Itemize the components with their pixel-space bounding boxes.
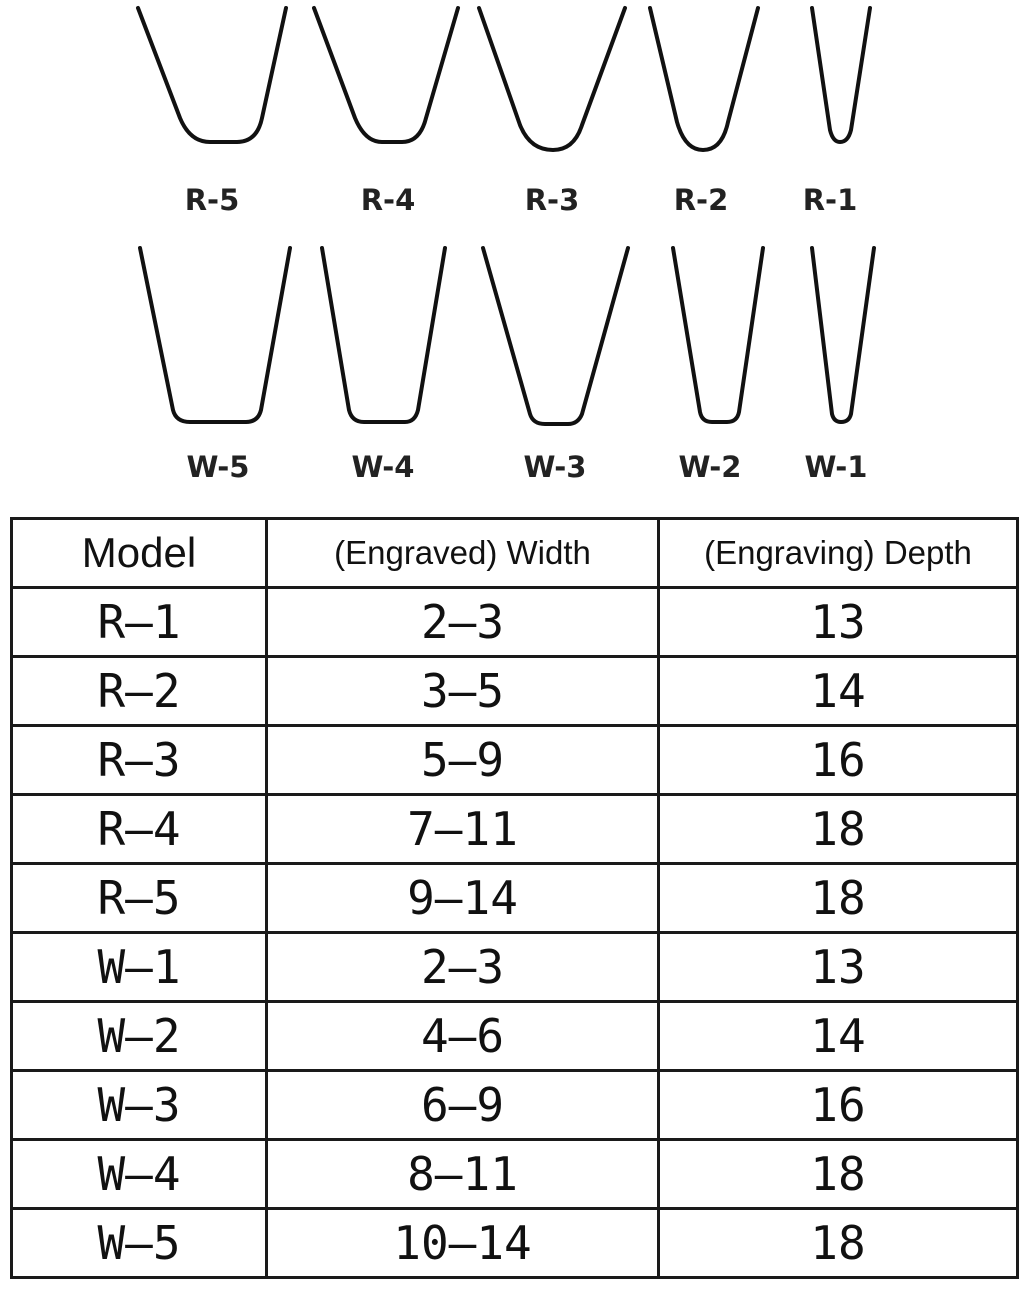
cell-width: 4–6 [265, 1000, 660, 1072]
cell-depth: 13 [657, 586, 1019, 658]
cell-depth: 16 [657, 724, 1019, 796]
profile-w1-shape [810, 246, 876, 424]
cell-width: 2–3 [265, 586, 660, 658]
profile-label-r4: R-4 [360, 183, 416, 217]
cell-model: R–4 [10, 793, 268, 865]
profile-r3-shape [477, 6, 627, 152]
cell-width: 10–14 [265, 1207, 660, 1279]
profile-r2-shape [648, 6, 760, 152]
cell-depth: 18 [657, 1138, 1019, 1210]
cell-model: W–1 [10, 931, 268, 1003]
cell-model: W–2 [10, 1000, 268, 1072]
profile-label-w1: W-1 [804, 450, 868, 484]
profile-label-r1: R-1 [802, 183, 858, 217]
cell-depth: 14 [657, 1000, 1019, 1072]
header-model: Model [10, 517, 268, 589]
cell-width: 8–11 [265, 1138, 660, 1210]
cell-depth: 14 [657, 655, 1019, 727]
table-row: W–2 4–6 14 [10, 1000, 1019, 1072]
cell-model: W–3 [10, 1069, 268, 1141]
table-row: W–5 10–14 18 [10, 1207, 1019, 1279]
profile-label-w4: W-4 [351, 450, 415, 484]
table-row: R–4 7–11 18 [10, 793, 1019, 865]
table-header-row: Model (Engraved) Width (Engraving) Depth [10, 517, 1019, 589]
cell-depth: 16 [657, 1069, 1019, 1141]
cell-width: 6–9 [265, 1069, 660, 1141]
cell-model: R–5 [10, 862, 268, 934]
profile-r5-shape [136, 6, 288, 144]
header-depth: (Engraving) Depth [657, 517, 1019, 589]
table-row: W–1 2–3 13 [10, 931, 1019, 1003]
cell-depth: 18 [657, 862, 1019, 934]
cell-model: R–1 [10, 586, 268, 658]
profile-label-w3: W-3 [523, 450, 587, 484]
bit-profiles-diagram: R-5 R-4 R-3 R-2 R-1 W-5 W-4 W-3 W-2 W-1 [0, 0, 1024, 500]
table-row: R–5 9–14 18 [10, 862, 1019, 934]
profile-label-w2: W-2 [678, 450, 742, 484]
table-row: R–2 3–5 14 [10, 655, 1019, 727]
cell-depth: 18 [657, 1207, 1019, 1279]
cell-model: R–2 [10, 655, 268, 727]
profile-w2-shape [671, 246, 765, 424]
profile-label-r3: R-3 [524, 183, 580, 217]
table-row: R–1 2–3 13 [10, 586, 1019, 658]
cell-depth: 18 [657, 793, 1019, 865]
table-row: R–3 5–9 16 [10, 724, 1019, 796]
cell-model: W–4 [10, 1138, 268, 1210]
cell-width: 5–9 [265, 724, 660, 796]
profile-r1-shape [810, 6, 872, 144]
cell-model: W–5 [10, 1207, 268, 1279]
profile-label-r2: R-2 [673, 183, 729, 217]
header-width: (Engraved) Width [265, 517, 660, 589]
profile-label-r5: R-5 [184, 183, 240, 217]
profile-w4-shape [320, 246, 447, 424]
bit-profiles-svg [136, 6, 876, 426]
table-row: W–4 8–11 18 [10, 1138, 1019, 1210]
cell-width: 7–11 [265, 793, 660, 865]
cell-model: R–3 [10, 724, 268, 796]
profile-w5-shape [138, 246, 292, 424]
cell-width: 2–3 [265, 931, 660, 1003]
cell-width: 3–5 [265, 655, 660, 727]
profile-r4-shape [312, 6, 460, 144]
cell-depth: 13 [657, 931, 1019, 1003]
profile-label-w5: W-5 [186, 450, 250, 484]
cell-width: 9–14 [265, 862, 660, 934]
profile-w3-shape [481, 246, 630, 426]
spec-table: Model (Engraved) Width (Engraving) Depth… [10, 517, 1019, 1279]
table-row: W–3 6–9 16 [10, 1069, 1019, 1141]
